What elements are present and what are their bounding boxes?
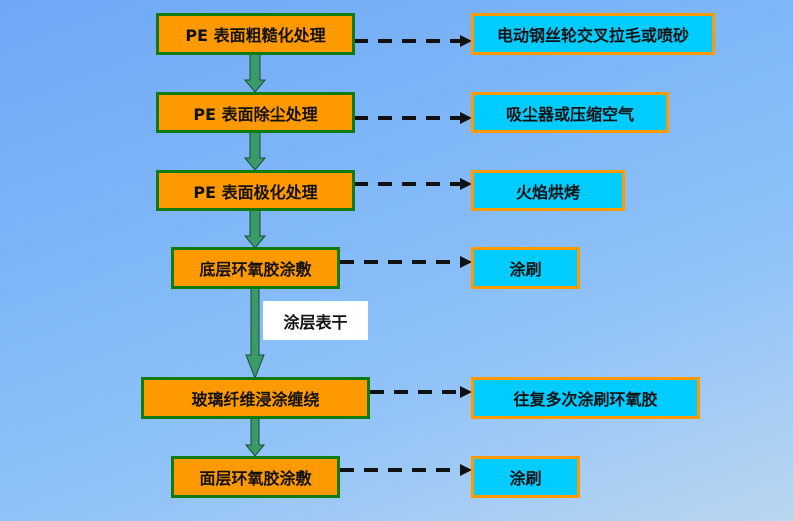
process-step: 面层环氧胶涂敷 xyxy=(171,456,340,498)
method-box: 吸尘器或压缩空气 xyxy=(471,92,669,133)
arrowhead-icon xyxy=(460,256,472,268)
flow-arrow xyxy=(243,209,267,249)
process-step: 玻璃纤维浸涂缠绕 xyxy=(141,377,370,419)
arrowhead-icon xyxy=(460,178,472,190)
flow-arrow xyxy=(243,53,267,93)
step-label: 玻璃纤维浸涂缠绕 xyxy=(191,390,320,409)
process-step: PE 表面极化处理 xyxy=(156,170,355,211)
method-label: 电动钢丝轮交叉拉毛或喷砂 xyxy=(496,26,689,45)
arrowhead-icon xyxy=(460,35,472,47)
method-box: 电动钢丝轮交叉拉毛或喷砂 xyxy=(471,13,715,55)
flow-arrow xyxy=(243,131,267,171)
method-label: 吸尘器或压缩空气 xyxy=(505,104,634,124)
method-label: 火焰烘烤 xyxy=(515,182,580,202)
flow-arrow-long xyxy=(245,287,265,380)
method-label: 涂刷 xyxy=(509,469,542,488)
arrowhead-icon xyxy=(460,386,472,398)
method-label: 往复多次涂刷环氧胶 xyxy=(513,390,658,409)
process-step: PE 表面除尘处理 xyxy=(156,92,355,133)
method-box: 涂刷 xyxy=(471,456,580,498)
method-box: 涂刷 xyxy=(471,247,580,289)
arrowhead-icon xyxy=(460,464,472,476)
step-label: 底层环氧胶涂敷 xyxy=(199,260,312,279)
process-step: PE 表面粗糙化处理 xyxy=(156,13,355,55)
process-step: 底层环氧胶涂敷 xyxy=(171,247,340,289)
note-label: 涂层表干 xyxy=(283,312,348,332)
step-label: PE 表面除尘处理 xyxy=(193,104,318,124)
arrowhead-icon xyxy=(460,112,472,124)
flow-arrow xyxy=(244,417,266,457)
method-box: 往复多次涂刷环氧胶 xyxy=(471,377,700,419)
method-box: 火焰烘烤 xyxy=(471,170,625,211)
step-label: PE 表面粗糙化处理 xyxy=(185,26,326,45)
step-label: PE 表面极化处理 xyxy=(193,182,318,202)
method-label: 涂刷 xyxy=(509,260,542,279)
drying-note: 涂层表干 xyxy=(263,301,368,340)
step-label: 面层环氧胶涂敷 xyxy=(199,469,312,488)
